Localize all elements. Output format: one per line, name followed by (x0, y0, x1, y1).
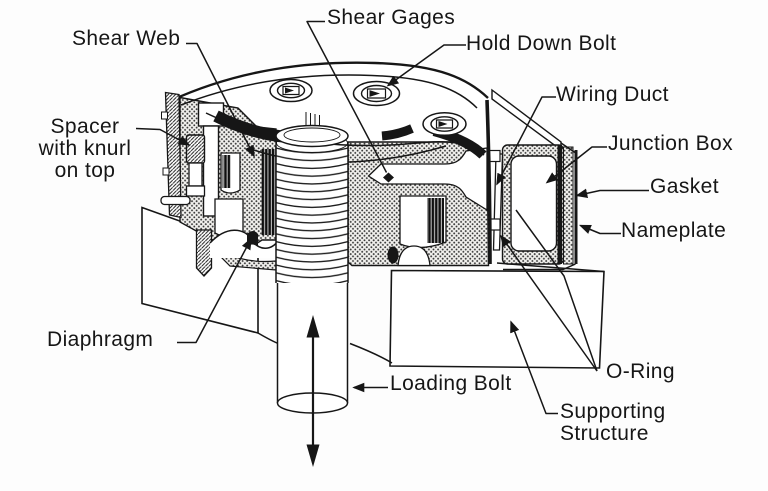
leader-spacer (135, 127, 191, 146)
hold-down-bolt-heads (269, 78, 467, 137)
label-supporting-structure-line2: Structure (560, 422, 649, 445)
gasket-layer (563, 146, 574, 265)
label-nameplate: Nameplate (621, 219, 727, 242)
leader-o-ring-1 (500, 234, 598, 372)
label-junction-box: Junction Box (608, 132, 734, 155)
junction-box-cover (510, 155, 558, 252)
force-direction-arrow (306, 315, 320, 467)
leader-lines (135, 20, 649, 415)
junction-box-edge (557, 145, 562, 264)
label-spacer-line3: on top (54, 159, 116, 182)
label-spacer-line1: Spacer (50, 115, 120, 138)
leader-gasket (575, 188, 649, 198)
leader-shear-web (186, 42, 255, 158)
label-gasket: Gasket (650, 175, 719, 198)
leader-supporting-structure (510, 320, 558, 415)
shear-gage-slot (367, 147, 488, 212)
label-wiring-duct: Wiring Duct (556, 83, 669, 106)
label-supporting-structure-line1: Supporting (560, 400, 666, 423)
bolt-recess-arcs (257, 332, 393, 364)
label-shear-gages: Shear Gages (327, 6, 456, 29)
label-supporting-structure: Supporting Structure (560, 401, 666, 445)
shear-gages-pointer (383, 172, 394, 183)
retaining-pin (160, 195, 191, 206)
leader-diaphragm (177, 237, 252, 344)
label-spacer-line2: with knurl (38, 137, 132, 160)
label-loading-bolt: Loading Bolt (390, 372, 512, 395)
leader-shear-gages (306, 20, 388, 173)
label-diaphragm: Diaphragm (47, 328, 154, 351)
label-shear-web: Shear Web (72, 27, 181, 50)
supporting-structure-right-block (389, 262, 605, 369)
label-hold-down-bolt: Hold Down Bolt (466, 32, 617, 55)
label-spacer: Spacer with knurl on top (24, 116, 146, 182)
leader-o-ring-2 (515, 209, 598, 372)
leader-wiring-duct (496, 96, 556, 186)
label-o-ring: O-Ring (606, 360, 675, 383)
leader-junction-box (545, 146, 607, 184)
spacer-with-knurl (185, 134, 213, 277)
leader-nameplate (578, 224, 621, 235)
loading-bolt-threads (275, 124, 349, 283)
body-right-edge (485, 99, 492, 265)
nameplate-layer (574, 150, 578, 264)
leader-hold-down-bolt (386, 44, 466, 87)
